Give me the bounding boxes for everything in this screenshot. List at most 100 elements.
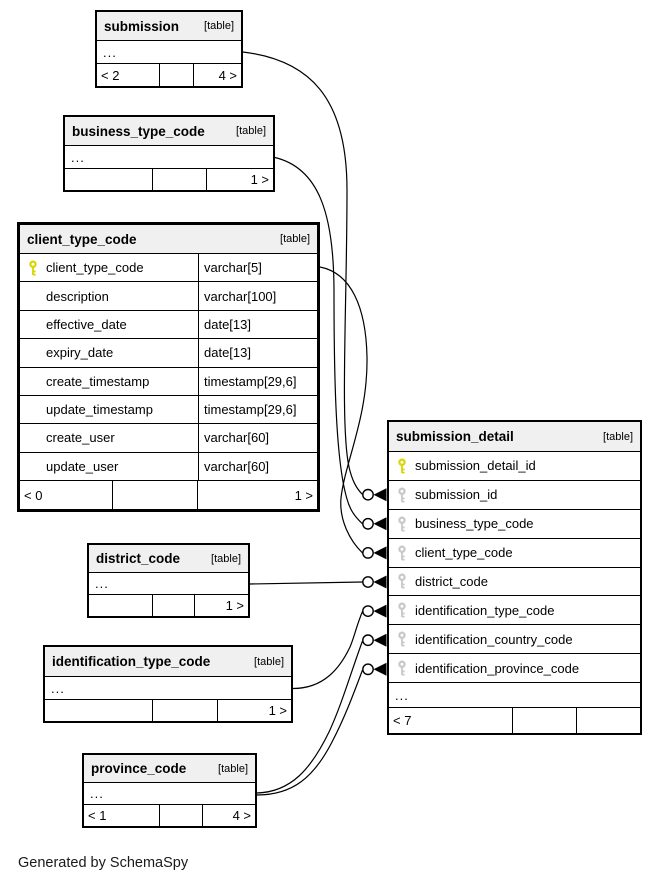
- column-name: identification_province_code: [415, 660, 580, 676]
- table-client-type-code: client_type_code [table] client_type_cod…: [17, 222, 320, 512]
- table-header-district-code[interactable]: district_code [table]: [89, 545, 248, 573]
- table-header-province-code[interactable]: province_code [table]: [84, 755, 255, 783]
- column-type: date[13]: [198, 310, 317, 339]
- column-row: district_code: [389, 568, 640, 597]
- ellipsis-row: ...: [65, 146, 273, 169]
- footer-right-degree: [577, 708, 640, 733]
- table-type-tag: [table]: [218, 762, 248, 775]
- footer-right-degree: 1 >: [225, 598, 244, 613]
- foreign-key-icon: [389, 602, 415, 618]
- table-title[interactable]: client_type_code: [27, 231, 137, 247]
- footer-right-degree: 1 >: [268, 703, 287, 718]
- foreign-key-icon: [389, 573, 415, 589]
- foreign-key-icon: [389, 631, 415, 647]
- table-title[interactable]: identification_type_code: [52, 654, 211, 669]
- footer-right-degree: 4 >: [232, 808, 251, 823]
- ellipsis-row: ...: [389, 683, 640, 708]
- fk-endpoint-identification-country-code: [362, 633, 387, 647]
- fk-edge-identification-type-code: [292, 611, 364, 690]
- column-row: description varchar[100]: [20, 282, 317, 311]
- fk-edge-province-country: [256, 640, 364, 794]
- column-row: create_user varchar[60]: [20, 424, 317, 453]
- table-footer: 1 >: [45, 700, 291, 721]
- fk-edge-district-code: [249, 581, 363, 585]
- foreign-key-icon: [389, 660, 415, 676]
- foreign-key-icon: [389, 516, 415, 532]
- ellipsis-row: ...: [45, 677, 291, 700]
- column-row: submission_id: [389, 481, 640, 510]
- column-name: description: [46, 288, 109, 304]
- footer-middle: [160, 805, 203, 826]
- column-type: varchar[100]: [198, 282, 317, 310]
- foreign-key-icon: [389, 487, 415, 503]
- column-row: client_type_code: [389, 539, 640, 568]
- table-footer: < 0 1 >: [20, 481, 317, 509]
- footer-left-degree: < 1: [84, 805, 160, 826]
- ellipsis-row: ...: [84, 783, 255, 805]
- column-type: varchar[60]: [198, 424, 317, 452]
- table-header-submission[interactable]: submission [table]: [97, 12, 241, 41]
- table-identification-type-code: identification_type_code [table] ... 1 >: [43, 645, 293, 723]
- footer-left-degree: < 0: [20, 481, 113, 509]
- footer-left-degree: [45, 700, 153, 721]
- footer-middle: [153, 595, 195, 616]
- column-type: timestamp[29,6]: [198, 367, 317, 395]
- table-type-tag: [table]: [236, 125, 266, 137]
- table-title[interactable]: submission: [104, 18, 180, 34]
- footer-middle: [153, 169, 207, 190]
- table-title[interactable]: district_code: [96, 551, 181, 566]
- table-submission: submission [table] ... < 2 4 >: [95, 10, 243, 88]
- column-row: client_type_code varchar[5]: [20, 254, 317, 283]
- fk-endpoint-client-type-code: [362, 546, 387, 560]
- fk-edge-business-type-code: [274, 156, 363, 525]
- table-district-code: district_code [table] ... 1 >: [87, 543, 250, 618]
- column-name: identification_country_code: [415, 631, 573, 647]
- fk-edge-submission: [242, 51, 363, 495]
- table-title[interactable]: province_code: [91, 761, 187, 776]
- table-title[interactable]: business_type_code: [72, 123, 205, 139]
- table-header-client-type-code[interactable]: client_type_code [table]: [20, 225, 317, 254]
- column-row: business_type_code: [389, 510, 640, 539]
- fk-edge-client-type-code: [319, 266, 368, 554]
- column-name: business_type_code: [415, 516, 534, 532]
- column-type: timestamp[29,6]: [198, 395, 317, 424]
- footer-middle: [153, 700, 218, 721]
- table-title[interactable]: submission_detail: [396, 429, 514, 444]
- table-type-tag: [table]: [204, 20, 234, 32]
- column-name: district_code: [415, 573, 488, 589]
- footer-right-degree: 4 >: [218, 67, 237, 83]
- table-type-tag: [table]: [280, 233, 310, 245]
- footer-middle: [160, 64, 194, 86]
- column-name: effective_date: [46, 316, 127, 332]
- generator-credit: Generated by SchemaSpy: [18, 855, 189, 871]
- footer-left-degree: [89, 595, 153, 616]
- table-submission-detail: submission_detail [table] submission_det…: [387, 420, 642, 735]
- column-name: create_user: [46, 430, 115, 446]
- foreign-key-icon: [389, 545, 415, 561]
- footer-left-degree: < 2: [97, 64, 160, 86]
- footer-right-degree: 1 >: [294, 487, 313, 503]
- table-header-identification-type-code[interactable]: identification_type_code [table]: [45, 647, 291, 677]
- footer-left-degree: [65, 169, 153, 190]
- column-row: expiry_date date[13]: [20, 339, 317, 368]
- table-header-business-type-code[interactable]: business_type_code [table]: [65, 117, 273, 146]
- footer-middle: [513, 708, 577, 733]
- ellipsis-row: ...: [97, 41, 241, 64]
- table-type-tag: [table]: [254, 655, 284, 668]
- column-type: date[13]: [198, 339, 317, 367]
- table-footer: < 7: [389, 708, 640, 733]
- table-province-code: province_code [table] ... < 1 4 >: [82, 753, 257, 828]
- footer-right-degree: 1 >: [250, 172, 269, 187]
- column-name: client_type_code: [415, 545, 513, 561]
- column-row: update_timestamp timestamp[29,6]: [20, 395, 317, 425]
- table-footer: < 2 4 >: [97, 64, 241, 86]
- footer-left-degree: < 7: [389, 708, 513, 733]
- column-type: varchar[60]: [198, 452, 317, 480]
- column-name: expiry_date: [46, 345, 114, 361]
- table-footer: 1 >: [89, 595, 248, 616]
- column-row: create_timestamp timestamp[29,6]: [20, 367, 317, 396]
- table-header-submission-detail[interactable]: submission_detail [table]: [389, 422, 640, 452]
- column-name: submission_detail_id: [415, 458, 536, 474]
- fk-edge-province-province: [256, 669, 364, 796]
